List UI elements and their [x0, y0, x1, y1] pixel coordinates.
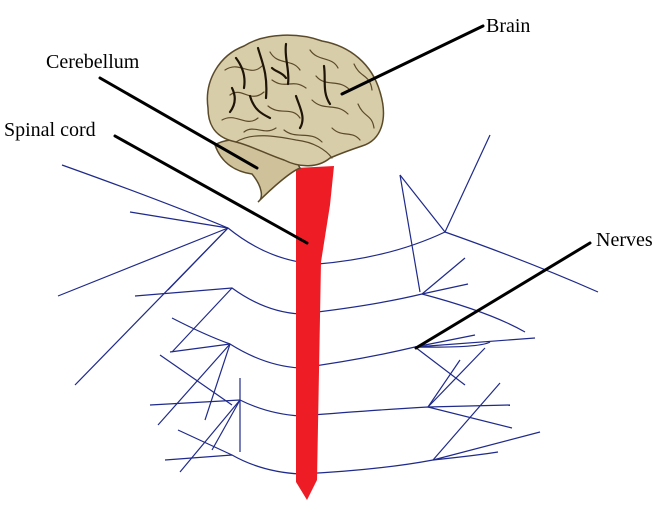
nerve-branch: [75, 228, 228, 385]
nerve-branch: [160, 355, 232, 405]
nerve-branch: [445, 135, 490, 232]
brain-leader-line: [342, 26, 483, 94]
nerve-branch: [58, 228, 228, 296]
nerve-branch: [400, 175, 420, 292]
nerve-branch: [433, 432, 540, 460]
nerve-branch: [178, 430, 232, 455]
nerve-branch: [172, 288, 232, 352]
nerve-branch: [428, 405, 510, 407]
nerve-branch: [433, 383, 500, 460]
nerves-leader-line: [416, 243, 590, 348]
brain-illustration: [207, 35, 383, 202]
nerve-line: [172, 318, 490, 368]
spinal-cord: [296, 166, 334, 500]
nerve-line: [135, 288, 525, 332]
nerve-branch: [130, 212, 228, 228]
nerve-branch: [205, 344, 230, 420]
spinal-cord-label: Spinal cord: [4, 119, 96, 141]
nerve-branch: [158, 344, 230, 425]
nerve-branch: [400, 175, 445, 232]
nerve-branch: [180, 400, 240, 472]
brain-label: Brain: [486, 15, 530, 37]
nerves-label: Nerves: [596, 229, 653, 251]
nerve-branch: [422, 258, 465, 294]
nerve-branch: [428, 348, 485, 407]
nerve-line: [150, 400, 512, 428]
nerve-branch: [212, 400, 240, 450]
nerve-branch: [415, 347, 465, 385]
nerve-line: [165, 452, 498, 474]
nerve-branch: [428, 360, 460, 407]
cerebellum-label: Cerebellum: [46, 51, 140, 73]
